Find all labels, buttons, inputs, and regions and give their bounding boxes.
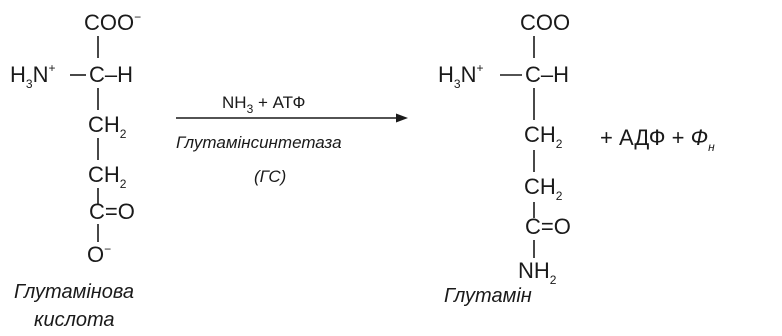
reactant-ch2-second: CH2 <box>88 162 127 191</box>
glutamic-acid-structure: COO− H3N+ C–H CH2 CH2 C=O O− <box>10 10 141 267</box>
product-ch2-second: CH2 <box>524 174 563 203</box>
enzyme-abbreviation: (ГС) <box>254 167 286 186</box>
reactant-carboxyl: COO− <box>84 10 141 35</box>
reactant-caption-line2: кислота <box>34 309 115 331</box>
product-ch2-first: CH2 <box>524 122 563 151</box>
reaction-cofactors: NH3 + АТФ <box>222 93 305 116</box>
product-amide: NH2 <box>518 258 557 287</box>
byproducts: + АДФ + Фн <box>600 125 715 154</box>
reactant-amino-group: H3N+ <box>10 61 55 91</box>
glutamine-structure: COO H3N+ C–H CH2 CH2 C=O NH2 <box>438 10 571 287</box>
reaction-arrow-group: NH3 + АТФ Глутамінсинтетаза (ГС) <box>176 93 408 186</box>
reactant-caption-line1: Глутамінова <box>14 281 134 303</box>
product-caption: Глутамін <box>444 285 532 307</box>
reaction-arrow-head <box>396 113 408 123</box>
reactant-alpha-carbon: C–H <box>89 62 133 87</box>
product-amino-group: H3N+ <box>438 61 483 91</box>
reactant-carbonyl: C=O <box>89 199 135 224</box>
reactant-oxygen: O− <box>87 242 111 267</box>
product-alpha-carbon: C–H <box>525 62 569 87</box>
product-carbonyl: C=O <box>525 214 571 239</box>
enzyme-name: Глутамінсинтетаза <box>176 133 342 152</box>
product-carboxyl: COO <box>520 10 570 35</box>
reactant-ch2-first: CH2 <box>88 112 127 141</box>
